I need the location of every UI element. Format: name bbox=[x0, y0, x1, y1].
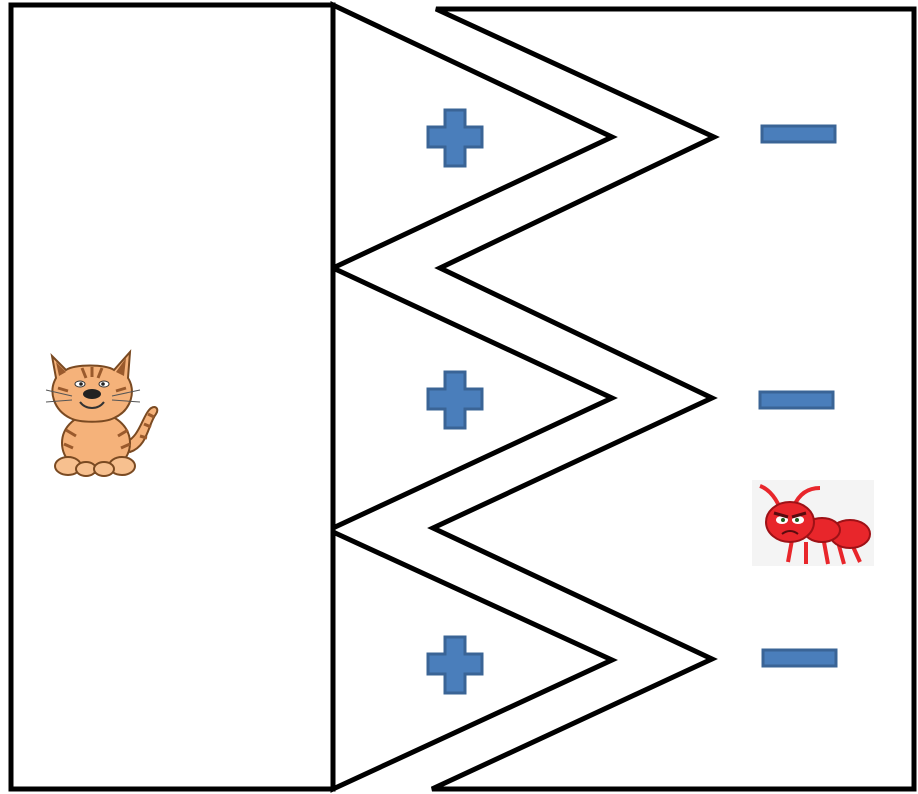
angry-ant-icon bbox=[752, 480, 874, 566]
minus-icon bbox=[760, 392, 833, 408]
minus-icon bbox=[762, 126, 835, 142]
minus-icon bbox=[763, 650, 836, 666]
